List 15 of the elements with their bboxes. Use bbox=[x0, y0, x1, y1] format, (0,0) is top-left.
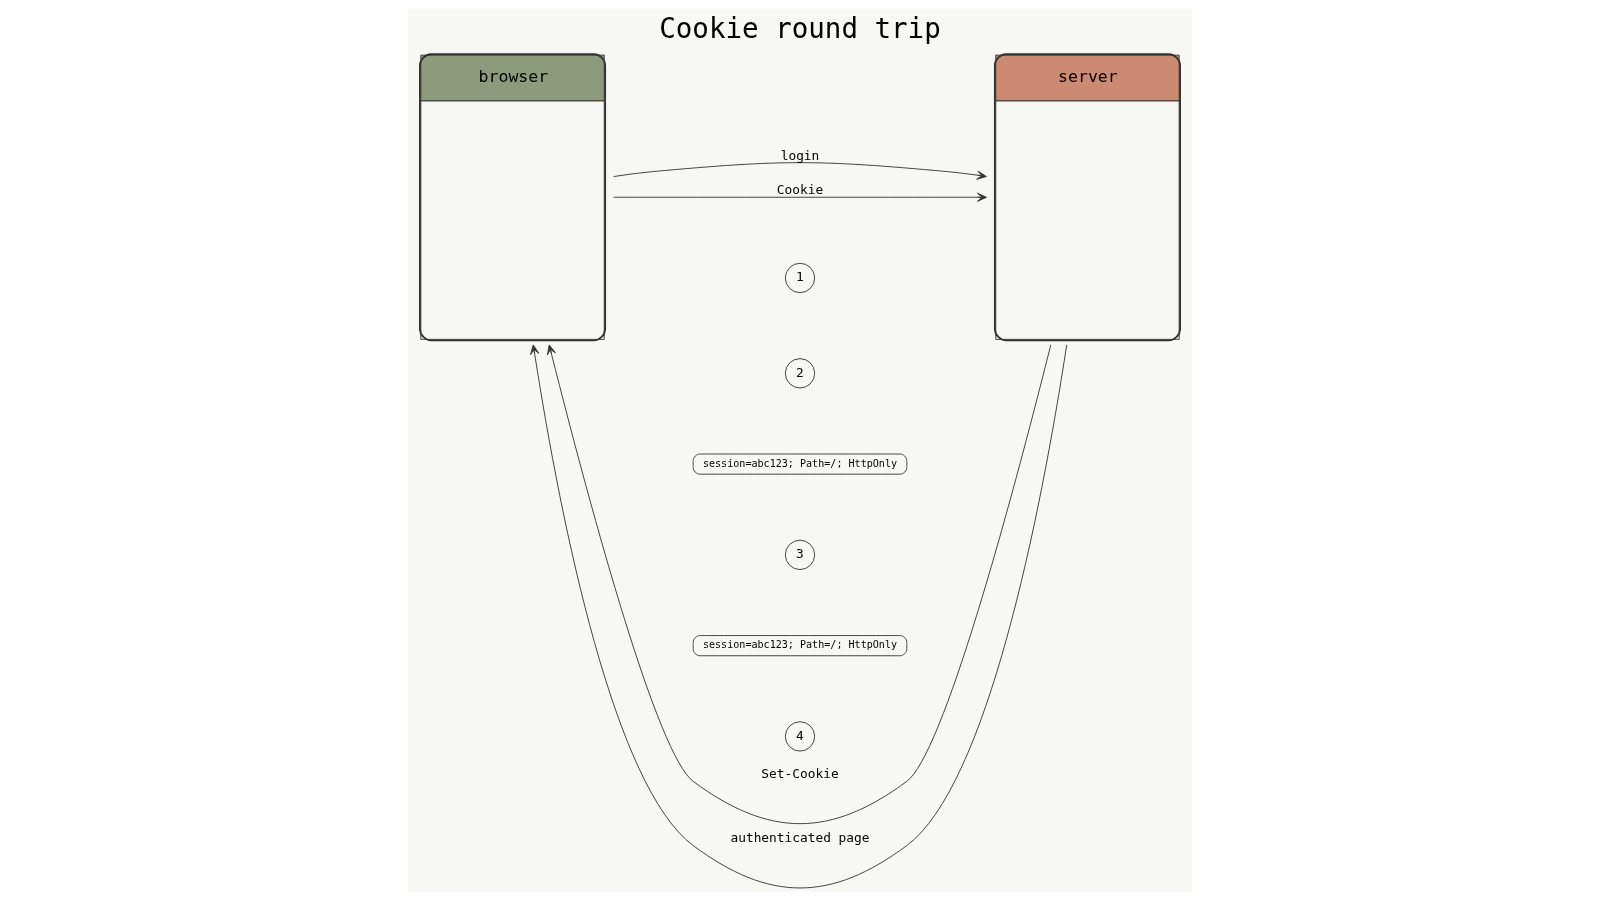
edge-label: login bbox=[780, 147, 820, 163]
label: 3 bbox=[796, 546, 804, 562]
label: 1 bbox=[796, 269, 804, 285]
edge-label: authenticated page bbox=[730, 830, 870, 846]
arrow bbox=[547, 344, 1052, 825]
edge-label: Cookie bbox=[776, 181, 824, 197]
arrow bbox=[530, 344, 1068, 889]
diagram-title: Cookie round trip bbox=[659, 11, 941, 44]
label: 2 bbox=[796, 364, 804, 380]
arrow bbox=[613, 192, 987, 202]
edge-label: Set-Cookie bbox=[761, 765, 839, 781]
arrow bbox=[613, 162, 987, 180]
label: session=abc123; Path=/; HttpOnly bbox=[702, 457, 898, 469]
label: session=abc123; Path=/; HttpOnly bbox=[702, 639, 898, 651]
label: 4 bbox=[796, 727, 804, 743]
